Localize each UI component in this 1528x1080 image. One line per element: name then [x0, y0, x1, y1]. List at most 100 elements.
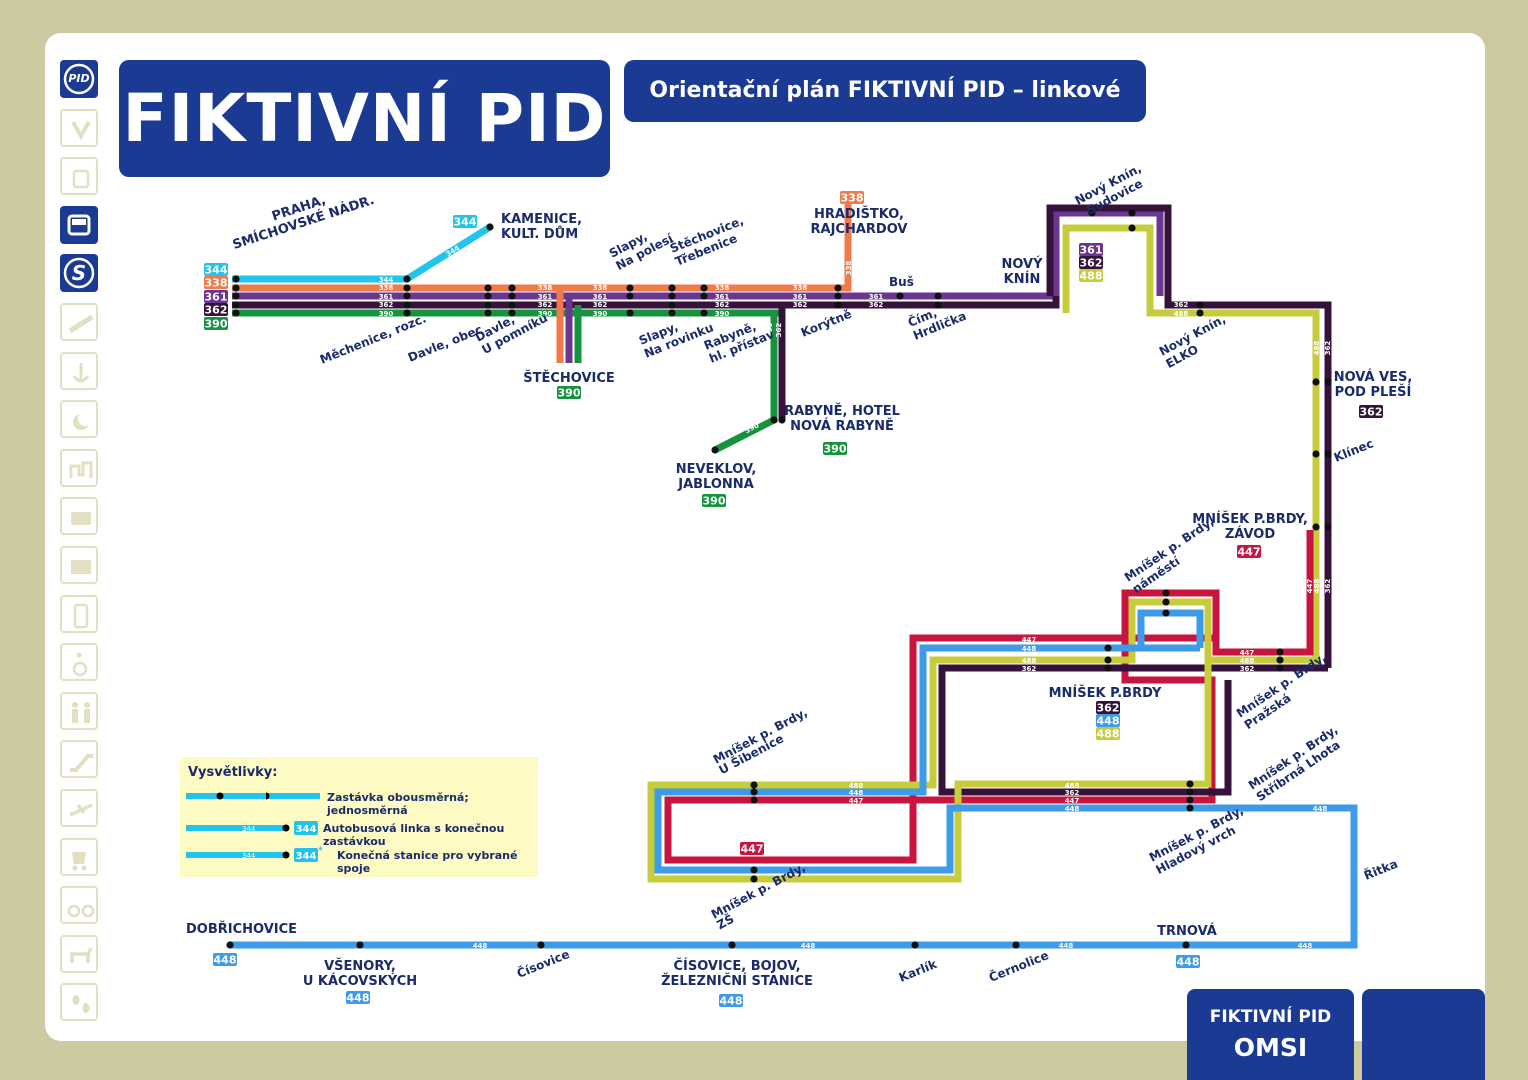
- metro-icon[interactable]: [60, 108, 98, 147]
- stop-dot: [668, 301, 676, 309]
- badge-362-praha: 362: [204, 303, 228, 317]
- legend-selected-terminus-sample: [186, 848, 318, 862]
- svg-text:338: 338: [205, 277, 228, 290]
- badge-448-mnisek: 448: [1096, 714, 1120, 728]
- stop-mnisek-namesti: Mníšek p. Brdy,náměstí: [1122, 514, 1224, 596]
- svg-text:361: 361: [1080, 244, 1103, 257]
- stop-novy-knin-elko: Nový Knín,ELKO: [1157, 312, 1235, 371]
- stop-dot: [1104, 644, 1112, 652]
- tag-362-i: 362: [1022, 665, 1037, 673]
- stop-dot: [1104, 664, 1112, 672]
- funicular-icon[interactable]: [60, 303, 98, 341]
- tag-448-b: 448: [849, 789, 864, 797]
- stop-dot: [750, 875, 758, 883]
- stop-dot: [484, 292, 492, 300]
- svg-text:344: 344: [205, 264, 228, 277]
- stop-dot: [834, 301, 842, 309]
- tag-361-d: 361: [715, 293, 730, 301]
- stop-dot: [232, 292, 240, 300]
- stop-dot: [232, 275, 240, 283]
- stop-stechovice-trebenice: Štěchovice,Třebenice: [668, 213, 751, 269]
- stop-dot: [750, 866, 758, 874]
- tag-448-d: 448: [1313, 805, 1328, 813]
- legend-star: *: [318, 846, 323, 856]
- stop-dot: [1128, 209, 1136, 217]
- stop-dot: [834, 292, 842, 300]
- dog-icon[interactable]: [60, 934, 98, 973]
- escalator-icon[interactable]: [60, 740, 98, 779]
- family-icon[interactable]: [60, 691, 98, 730]
- bicycle-icon[interactable]: [60, 886, 98, 925]
- stop-dot: [484, 309, 492, 317]
- tag-361-e: 361: [793, 293, 808, 301]
- badge-362-mnisek: 362: [1096, 701, 1120, 715]
- tag-338-f: 338: [845, 261, 853, 276]
- ferry-anchor-icon[interactable]: [60, 351, 98, 390]
- mobile-icon[interactable]: [60, 594, 98, 633]
- legend-item-selected-terminus: Konečná stanice pro vybrané spoje: [337, 849, 518, 875]
- stop-dot: [626, 309, 634, 317]
- tram-icon[interactable]: [60, 157, 98, 196]
- tag-338-b: 338: [538, 284, 553, 292]
- stop-dot: [778, 416, 786, 424]
- stop-dot: [1162, 609, 1170, 617]
- stop-dot: [1276, 648, 1284, 656]
- stop-dot: [486, 223, 494, 231]
- stop-cisovice-bojov: ČÍSOVICE, BOJOV,ŽELEZNIČNÍ STANICE: [661, 958, 813, 989]
- svg-text:390: 390: [558, 387, 581, 400]
- airport-icon[interactable]: [60, 789, 98, 827]
- stop-dot: [403, 309, 411, 317]
- stop-stechovice: ŠTĚCHOVICE: [523, 370, 615, 386]
- svg-text:447: 447: [1238, 546, 1261, 559]
- line-361-route: [232, 209, 1164, 300]
- stop-dot: [626, 284, 634, 292]
- tag-362-b: 362: [538, 301, 553, 309]
- tag-344-a: 344: [379, 276, 394, 284]
- tag-361-g: 361: [1089, 293, 1104, 301]
- stroller-icon[interactable]: [60, 837, 98, 876]
- svg-text:448: 448: [214, 954, 237, 967]
- park-ride-icon[interactable]: [60, 448, 98, 487]
- badge-390-neveklov: 390: [702, 494, 726, 508]
- badge-447-loop: 447: [740, 842, 764, 856]
- tag-488-g: 488: [1313, 341, 1321, 356]
- svg-text:390: 390: [205, 318, 228, 331]
- badge-362-knin: 362: [1079, 256, 1103, 270]
- badge-362-novaves: 362: [1359, 405, 1383, 419]
- tag-338-d: 338: [715, 284, 730, 292]
- night-icon[interactable]: [60, 400, 98, 439]
- tag-361-b: 361: [538, 293, 553, 301]
- stop-dot: [537, 941, 545, 949]
- ticket-icon[interactable]: [60, 497, 98, 536]
- pid-logo-icon[interactable]: PID: [60, 60, 98, 98]
- stop-dot: [403, 284, 411, 292]
- legend-item-two-way: Zastávka obousměrná; jednosměrná: [327, 791, 469, 817]
- badge-448-cisovice: 448: [719, 994, 743, 1008]
- wheelchair-icon[interactable]: [60, 643, 98, 682]
- stop-dot: [911, 941, 919, 949]
- tag-362-h: 362: [1174, 301, 1189, 309]
- stop-bus: Buš: [889, 275, 914, 289]
- tag-488-d: 488: [1240, 657, 1255, 665]
- tag-362-c: 362: [593, 301, 608, 309]
- ticket-machine-icon[interactable]: [60, 546, 98, 584]
- bus-icon[interactable]: [60, 205, 98, 244]
- stop-dot: [1312, 378, 1320, 386]
- tag-362-k: 362: [1065, 789, 1080, 797]
- footsteps-icon[interactable]: [60, 983, 98, 1022]
- stop-dot: [1182, 941, 1190, 949]
- line-447-route: [664, 530, 1314, 864]
- stop-dot: [750, 781, 758, 789]
- legend-two-way-sample: [186, 792, 320, 800]
- stop-mnisek-sibenice: Mníšek p. Brdy,U Šibenice: [711, 705, 815, 777]
- train-s-icon[interactable]: S: [60, 254, 98, 293]
- stop-dot: [1186, 788, 1194, 796]
- stop-mnisek-zavod: MNÍŠEK P.BRDY,ZÁVOD: [1192, 511, 1308, 542]
- stop-dot: [1162, 589, 1170, 597]
- stop-nova-ves: NOVÁ VES,POD PLEŠÍ: [1334, 369, 1413, 400]
- tag-488-f: 488: [1065, 782, 1080, 790]
- stop-dot: [700, 284, 708, 292]
- tag-448-h: 448: [1298, 942, 1313, 950]
- badge-344-praha: 344: [204, 263, 228, 277]
